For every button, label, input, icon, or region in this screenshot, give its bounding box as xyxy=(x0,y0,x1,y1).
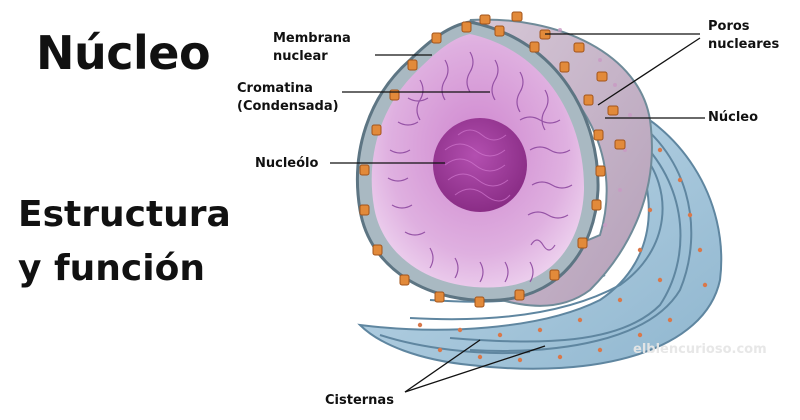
label-nucleo: Núcleo xyxy=(708,109,758,127)
label-membrana-line2: nuclear xyxy=(273,48,351,66)
label-membrana-nuclear: Membrana nuclear xyxy=(273,30,351,66)
label-nucleolo: Nucleólo xyxy=(255,155,318,173)
label-cromatina: Cromatina (Condensada) xyxy=(237,80,339,116)
label-poros-line2: nucleares xyxy=(708,36,779,54)
label-cromatina-line2: (Condensada) xyxy=(237,98,339,116)
watermark: elblencurioso.com xyxy=(633,342,767,357)
label-cromatina-line1: Cromatina xyxy=(237,80,339,98)
nucleolus xyxy=(433,118,527,212)
label-poros-line1: Poros xyxy=(708,18,779,36)
label-membrana-line1: Membrana xyxy=(273,30,351,48)
label-cisternas: Cisternas xyxy=(325,392,394,410)
label-poros-nucleares: Poros nucleares xyxy=(708,18,779,54)
